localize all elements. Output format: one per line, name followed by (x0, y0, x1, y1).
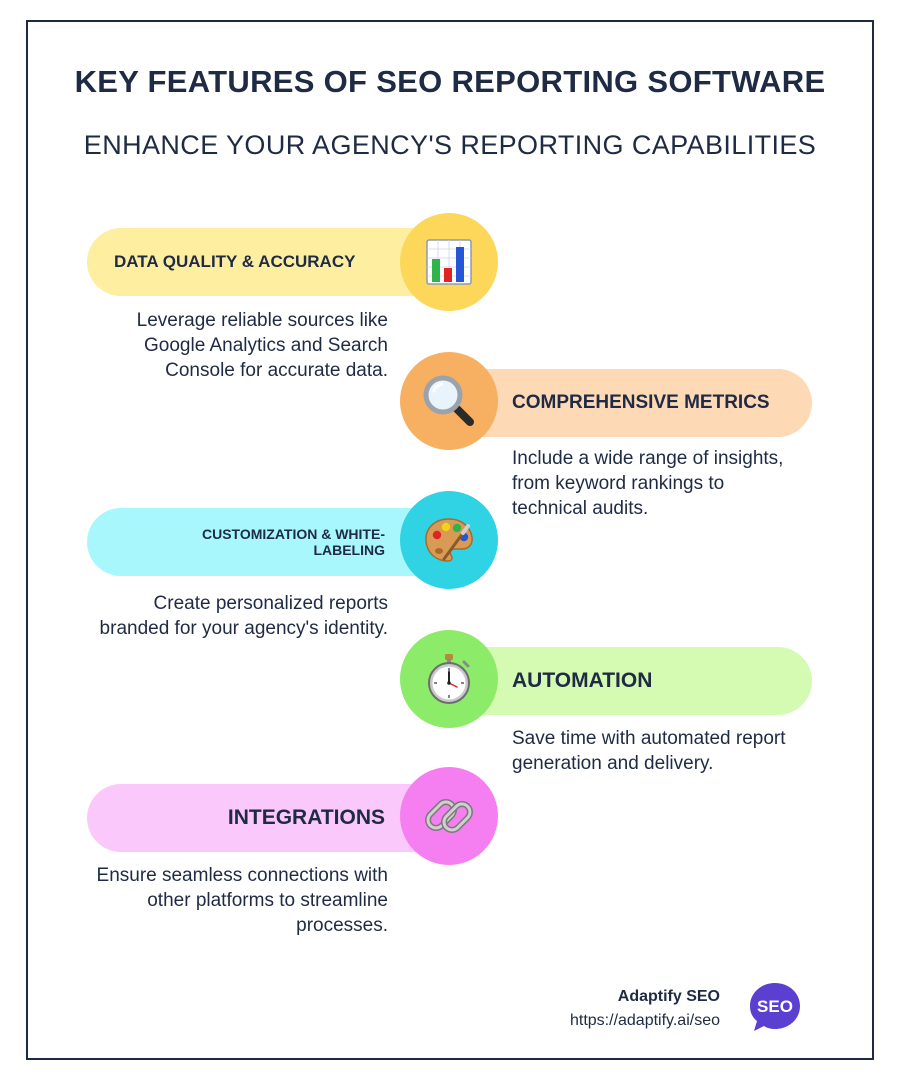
bar-chart-icon (426, 239, 472, 285)
page-title: KEY FEATURES OF SEO REPORTING SOFTWARE (74, 64, 826, 99)
seo-logo-icon: SEO (750, 983, 800, 1031)
feature-label: COMPREHENSIVE METRICS (512, 392, 770, 413)
feature-pill-automation: AUTOMATION (440, 647, 812, 715)
feature-label: DATA QUALITY & ACCURACY (114, 252, 356, 271)
feature-pill-integrations: INTEGRATIONS (87, 784, 457, 852)
feature-label: AUTOMATION (512, 669, 653, 692)
feature-description-automation: Save time with automated report generati… (512, 728, 786, 774)
feature-circle-comprehensive-metrics (400, 352, 498, 450)
feature-circle-automation (400, 630, 498, 728)
feature-label: INTEGRATIONS (227, 806, 385, 829)
feature-circle-integrations (400, 767, 498, 865)
footer-brand: Adaptify SEO (617, 988, 720, 1005)
page-subtitle: ENHANCE YOUR AGENCY'S REPORTING CAPABILI… (83, 130, 817, 160)
magnifying-glass-icon (423, 375, 474, 426)
feature-pill-comprehensive-metrics: COMPREHENSIVE METRICS (440, 369, 812, 437)
feature-label: CUSTOMIZATION & WHITE-LABELING (201, 526, 385, 558)
feature-pill-data-quality: DATA QUALITY & ACCURACY (87, 228, 457, 296)
link-chain-icon (425, 799, 473, 833)
feature-description-customization: Create personalized reports branded for … (99, 593, 388, 639)
paint-palette-icon (425, 518, 473, 562)
seo-logo-text: SEO (757, 997, 793, 1016)
feature-description-data-quality: Leverage reliable sources like Google An… (136, 310, 388, 381)
stopwatch-icon (428, 654, 470, 704)
feature-description-integrations: Ensure seamless connections with other p… (96, 865, 388, 936)
feature-description-comprehensive-metrics: Include a wide range of insights, from k… (512, 448, 784, 519)
footer-url[interactable]: https://adaptify.ai/seo (569, 1012, 720, 1029)
feature-pill-customization: CUSTOMIZATION & WHITE-LABELING (87, 508, 457, 576)
feature-circle-data-quality (400, 213, 498, 311)
feature-circle-customization (400, 491, 498, 589)
